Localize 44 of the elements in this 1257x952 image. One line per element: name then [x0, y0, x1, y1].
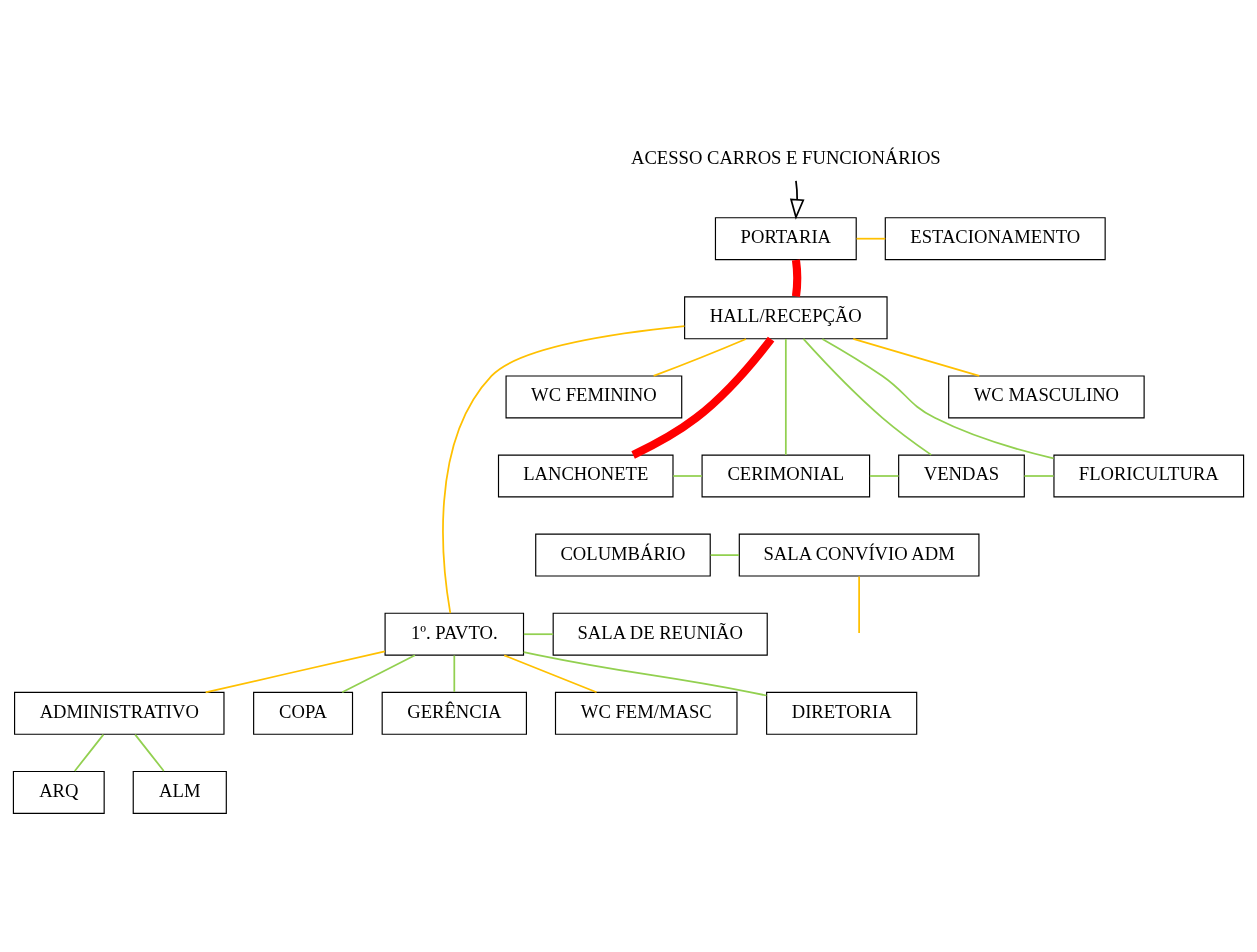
- node-box: SALA CONVÍVIO ADM: [738, 533, 980, 577]
- connector: [503, 654, 598, 694]
- node-box: CERIMONIAL: [701, 454, 871, 498]
- connector: [204, 650, 386, 694]
- connector: [652, 338, 747, 377]
- connector: [631, 336, 775, 459]
- node-box: GERÊNCIA: [381, 691, 527, 735]
- node-text: ACESSO CARROS E FUNCIONÁRIOS: [630, 147, 941, 169]
- connector: [1023, 475, 1055, 477]
- connector: [442, 325, 686, 614]
- connector: [73, 733, 105, 772]
- node-box: LANCHONETE: [497, 454, 674, 498]
- connector: [672, 475, 703, 477]
- node-box: VENDAS: [898, 454, 1025, 498]
- connector: [784, 338, 787, 456]
- node-box: ARQ: [12, 770, 105, 814]
- node-box: COLUMBÁRIO: [535, 533, 711, 577]
- connector: [523, 633, 555, 636]
- connector: [341, 654, 416, 694]
- connector: [522, 651, 768, 697]
- arrow: [789, 180, 805, 220]
- node-box: ESTACIONAMENTO: [884, 217, 1106, 261]
- node-box: DIRETORIA: [766, 691, 918, 735]
- connector: [709, 554, 740, 556]
- node-box: FLORICULTURA: [1053, 454, 1245, 498]
- connector: [453, 654, 456, 693]
- node-box: PORTARIA: [714, 217, 857, 261]
- node-box: COPA: [253, 691, 354, 735]
- node-box: WC MASCULINO: [948, 375, 1145, 419]
- connector: [134, 733, 165, 772]
- connector: [858, 575, 860, 634]
- node-box: SALA DE REUNIÃO: [552, 612, 768, 656]
- node-box: WC FEM/MASC: [554, 691, 738, 735]
- node-box: ADMINISTRATIVO: [14, 691, 225, 735]
- connector: [855, 237, 887, 240]
- node-box: WC FEMININO: [505, 375, 683, 419]
- node-box: 1º. PAVTO.: [384, 612, 525, 656]
- connector: [821, 338, 1055, 460]
- connector: [791, 259, 802, 297]
- node-box: ALM: [132, 770, 227, 814]
- connector: [802, 338, 933, 456]
- node-box: HALL/RECEPÇÃO: [684, 296, 888, 340]
- connector: [852, 337, 981, 377]
- connector: [869, 475, 900, 477]
